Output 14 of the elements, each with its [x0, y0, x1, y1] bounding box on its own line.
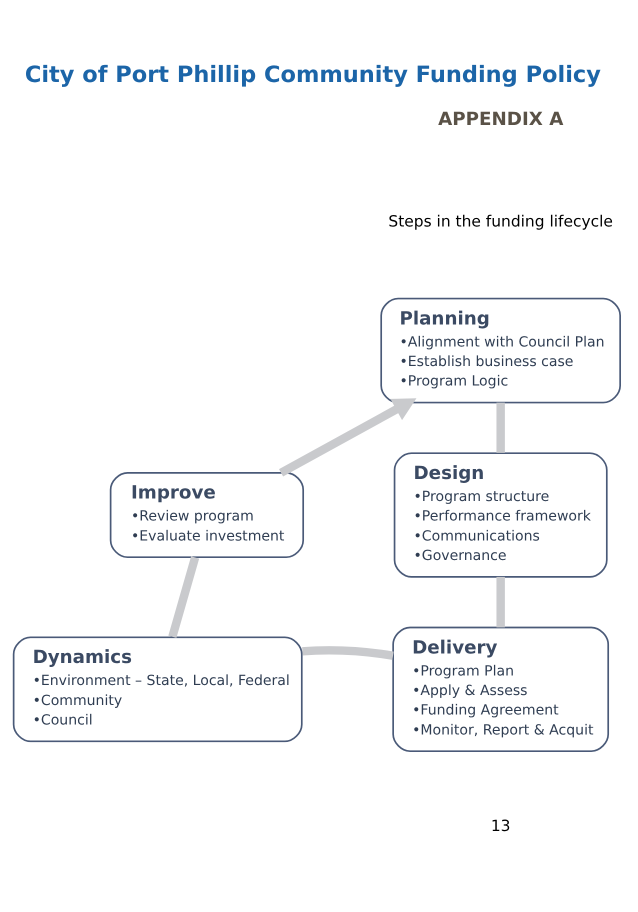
- connector: [496, 402, 505, 453]
- connector: [302, 646, 394, 660]
- label: APPENDIX A: [438, 108, 564, 130]
- node-box: Design •Program structure •Performance framework •Communications •Governance: [394, 452, 608, 578]
- node-box: Dynamics •Environment – State, Local, Federal •Community •Council: [12, 636, 303, 742]
- label: 13: [490, 817, 511, 836]
- connector: [168, 556, 200, 638]
- node-box: Planning •Alignment with Council Plan •Establish business case •Program Logic: [380, 298, 621, 404]
- label: Steps in the funding lifecycle: [388, 212, 613, 231]
- node-box: Improve •Review program •Evaluate investment: [110, 472, 304, 558]
- node-box: Delivery •Program Plan •Apply & Assess •Funding Agreement •Monitor, Report & Acquit: [392, 626, 610, 752]
- connector: [496, 576, 505, 628]
- arrow: [279, 398, 416, 477]
- diagram-title: City of Port Phillip Community Funding Policy: [24, 62, 601, 88]
